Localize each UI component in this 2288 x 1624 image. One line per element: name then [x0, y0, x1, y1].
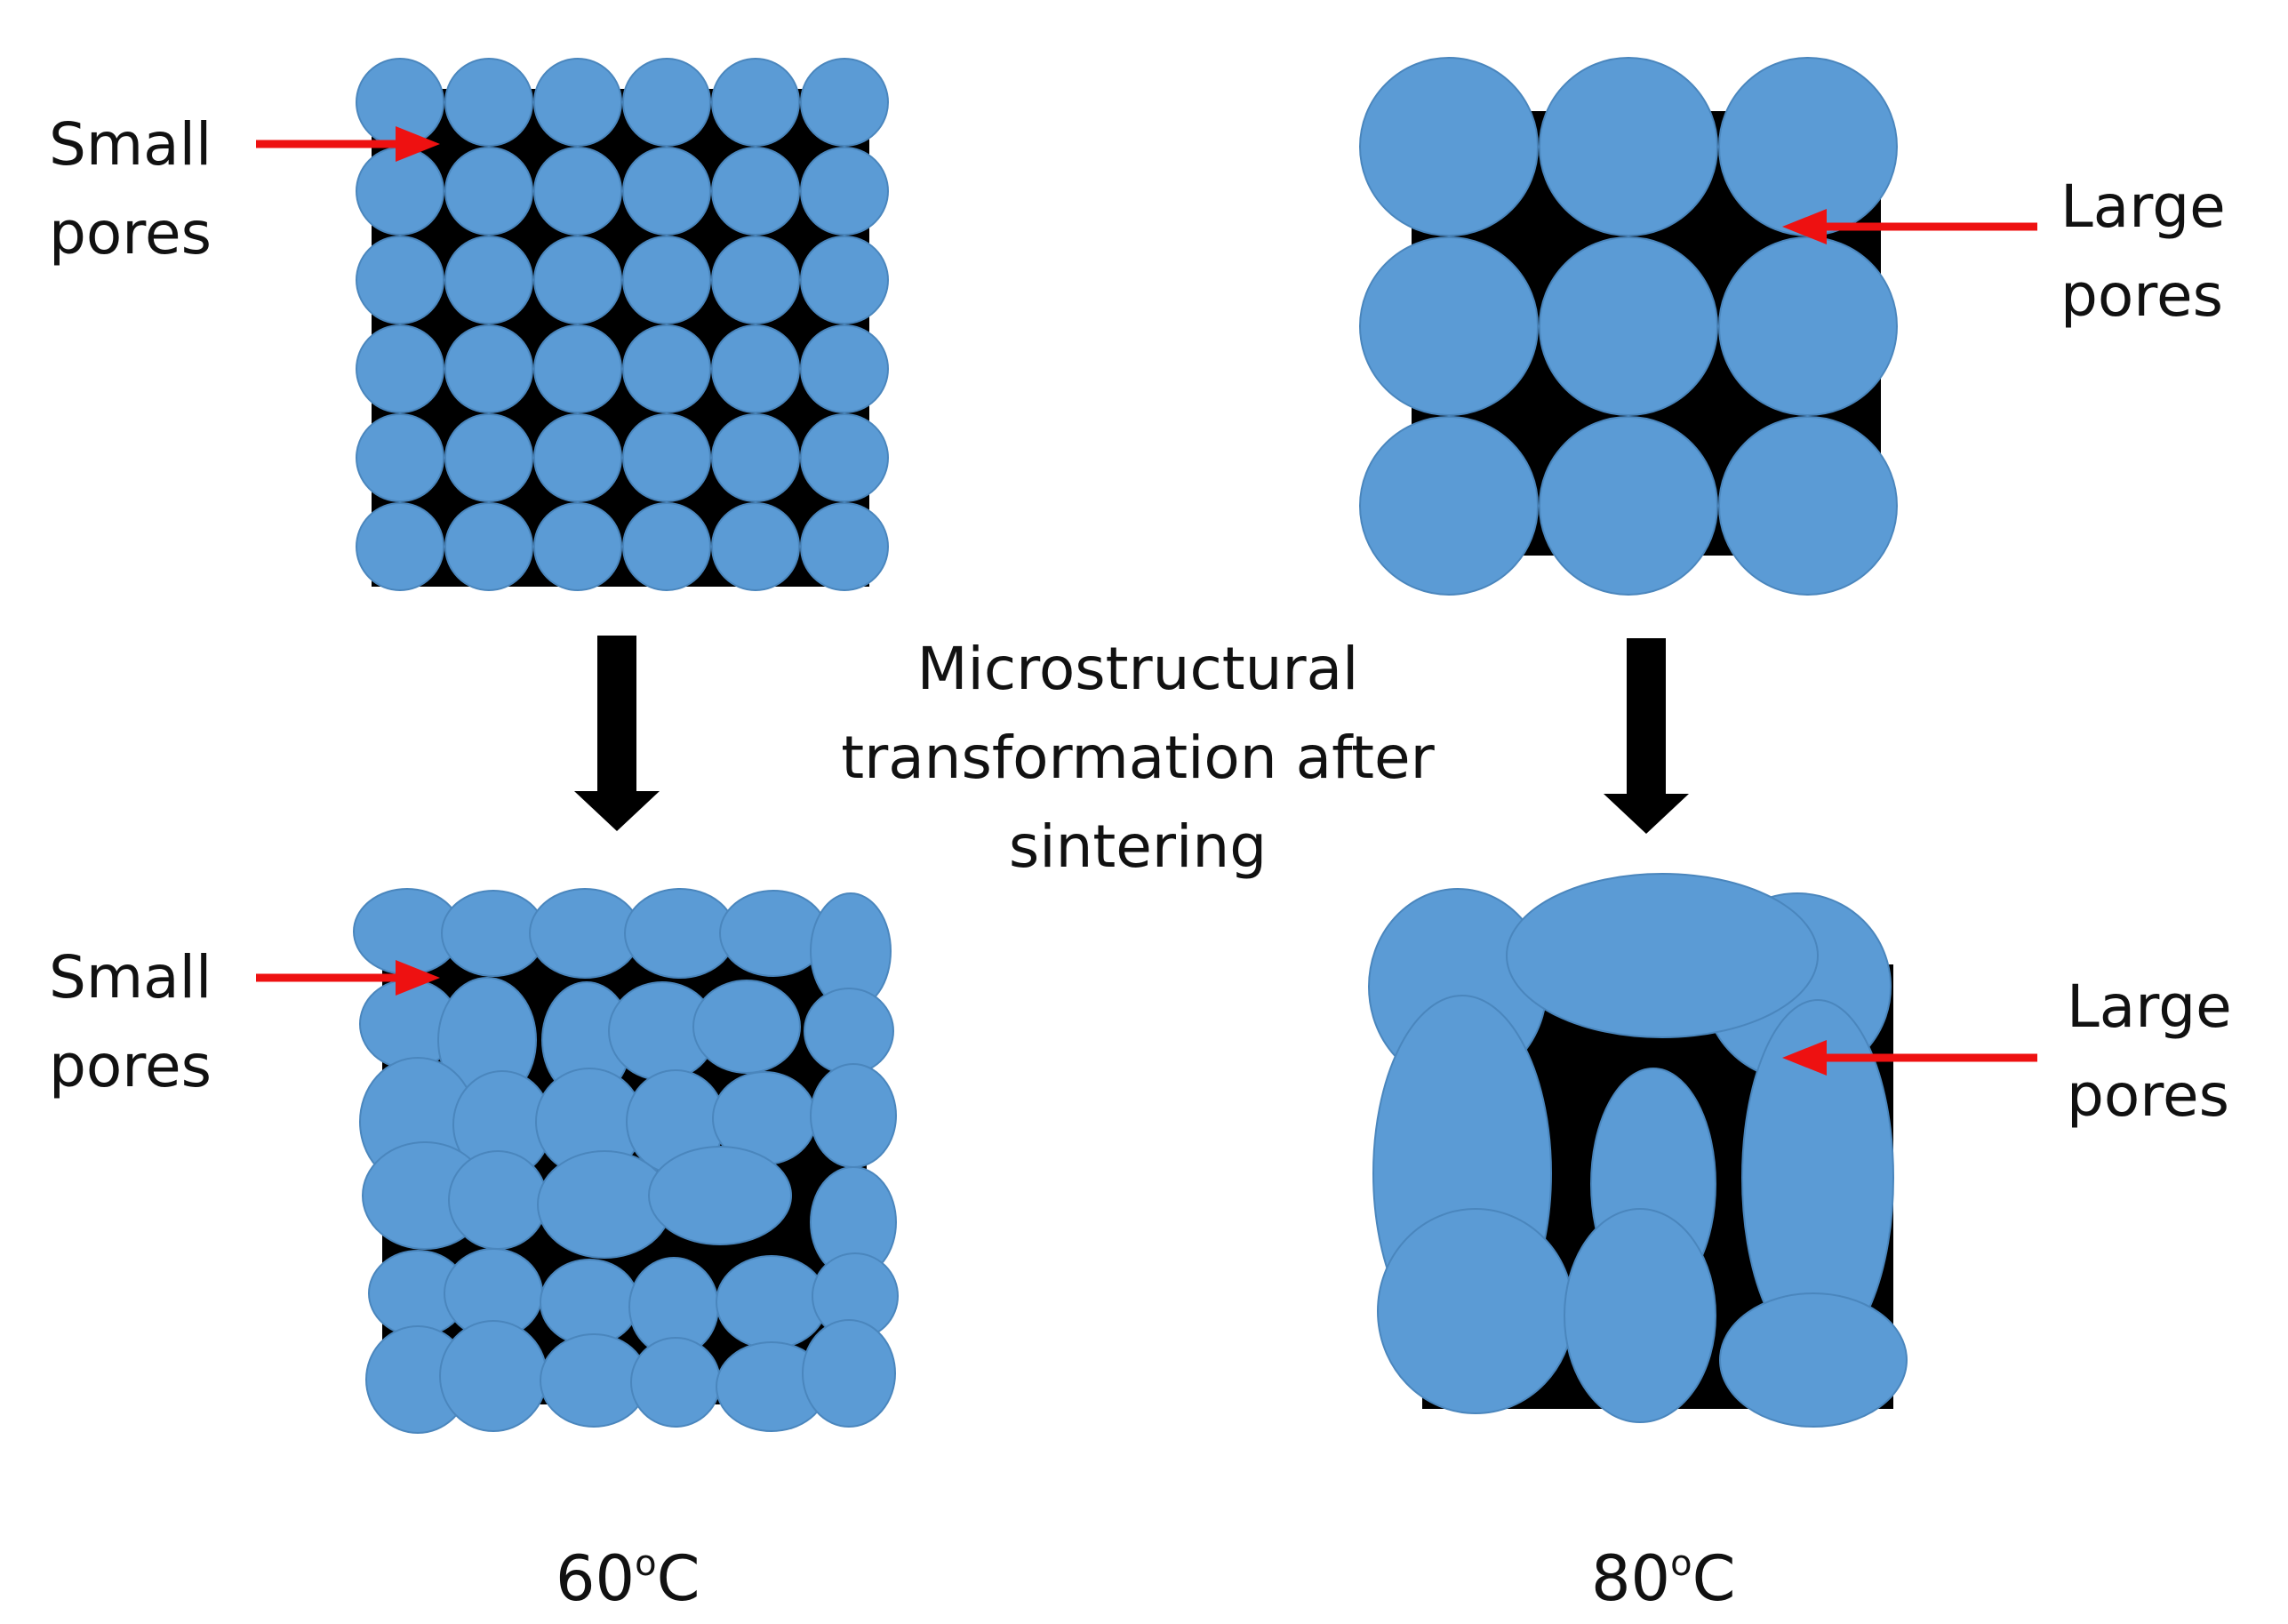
sintered-particle: [448, 1150, 548, 1250]
label-top-left-1: Small: [49, 110, 212, 179]
temp-degree: o: [635, 1543, 656, 1584]
sintered-particle: [529, 888, 641, 979]
particle: [533, 147, 622, 236]
pore-background: [372, 89, 869, 587]
large-particle-grid: [1359, 57, 1898, 596]
particle: [356, 147, 444, 236]
particle: [533, 413, 622, 502]
sintered-particle: [804, 988, 894, 1075]
temp-value: 60: [556, 1542, 635, 1615]
panel-small-particles-after: [353, 888, 899, 1434]
temp-value: 80: [1591, 1542, 1670, 1615]
sintered-particle: [630, 1337, 721, 1428]
particle: [1359, 57, 1539, 236]
particle: [711, 236, 800, 324]
sintered-particle: [1506, 873, 1819, 1038]
particle: [711, 324, 800, 413]
particle: [444, 413, 533, 502]
particle: [356, 502, 444, 591]
particle: [444, 324, 533, 413]
pointer-arrows: [256, 126, 2037, 1076]
label-bottom-left-1: Small: [49, 943, 212, 1012]
particle: [622, 236, 711, 324]
panel-large-particles-after: [1368, 873, 1908, 1428]
particle: [622, 324, 711, 413]
center-caption-line-1: Microstructural: [917, 635, 1359, 703]
down-arrow-right: [1604, 638, 1689, 834]
sintered-particle: [802, 1319, 896, 1428]
particle: [622, 147, 711, 236]
label-bottom-right-1: Large: [2067, 972, 2232, 1041]
sintered-particle: [716, 1255, 828, 1349]
particle: [1718, 236, 1898, 416]
panel-small-particles-before: [356, 58, 889, 591]
small-particle-grid: [356, 58, 889, 591]
flow-arrows: [574, 636, 1689, 834]
sintered-particle: [624, 888, 736, 979]
label-top-left-2: pores: [49, 199, 212, 268]
temperature-label-right: 80oC: [1591, 1542, 1735, 1615]
particle: [1539, 57, 1718, 236]
center-caption-line-3: sintering: [1009, 812, 1267, 881]
particle: [533, 236, 622, 324]
particle: [711, 147, 800, 236]
particle: [1718, 57, 1898, 236]
particle: [1718, 416, 1898, 596]
particle: [356, 413, 444, 502]
down-arrow-left: [574, 636, 660, 831]
particle: [1539, 416, 1718, 596]
particle: [356, 236, 444, 324]
particle: [800, 324, 889, 413]
particle: [800, 236, 889, 324]
particle: [533, 502, 622, 591]
particle: [711, 413, 800, 502]
temp-degree: o: [1670, 1543, 1692, 1584]
particle: [622, 502, 711, 591]
arrow-bottom-right: [1782, 1040, 2037, 1076]
particle: [711, 502, 800, 591]
sintered-particle: [439, 1320, 548, 1432]
particle: [444, 502, 533, 591]
sintered-particle: [540, 1259, 639, 1346]
arrow-bottom-left: [256, 960, 440, 996]
center-caption-line-2: transformation after: [841, 724, 1435, 792]
particle: [1539, 236, 1718, 416]
particle: [356, 324, 444, 413]
particle: [622, 58, 711, 147]
particle: [533, 324, 622, 413]
sintered-particle: [692, 980, 801, 1074]
sintered-particle: [648, 1146, 792, 1245]
particle: [1359, 236, 1539, 416]
label-top-right-1: Large: [2060, 172, 2226, 241]
particle: [800, 502, 889, 591]
sintered-particle: [1719, 1292, 1908, 1428]
label-top-right-2: pores: [2060, 261, 2223, 330]
temp-unit: C: [657, 1542, 700, 1615]
particle: [444, 236, 533, 324]
temp-unit: C: [1692, 1542, 1736, 1615]
sintered-particle: [1564, 1208, 1716, 1423]
particle: [533, 58, 622, 147]
particle: [1359, 416, 1539, 596]
particle: [800, 147, 889, 236]
arrow-top-right: [1782, 209, 2037, 244]
particle: [800, 413, 889, 502]
panel-large-particles-before: [1359, 57, 1898, 596]
particle: [622, 413, 711, 502]
label-bottom-right-2: pores: [2067, 1061, 2229, 1130]
label-bottom-left-2: pores: [49, 1032, 212, 1100]
particle: [444, 58, 533, 147]
sintered-particle: [1377, 1208, 1574, 1414]
sintered-particle: [810, 1063, 897, 1168]
particle: [800, 58, 889, 147]
particle: [711, 58, 800, 147]
temperature-label-left: 60oC: [556, 1542, 700, 1615]
particle: [444, 147, 533, 236]
arrow-top-left: [256, 126, 440, 162]
